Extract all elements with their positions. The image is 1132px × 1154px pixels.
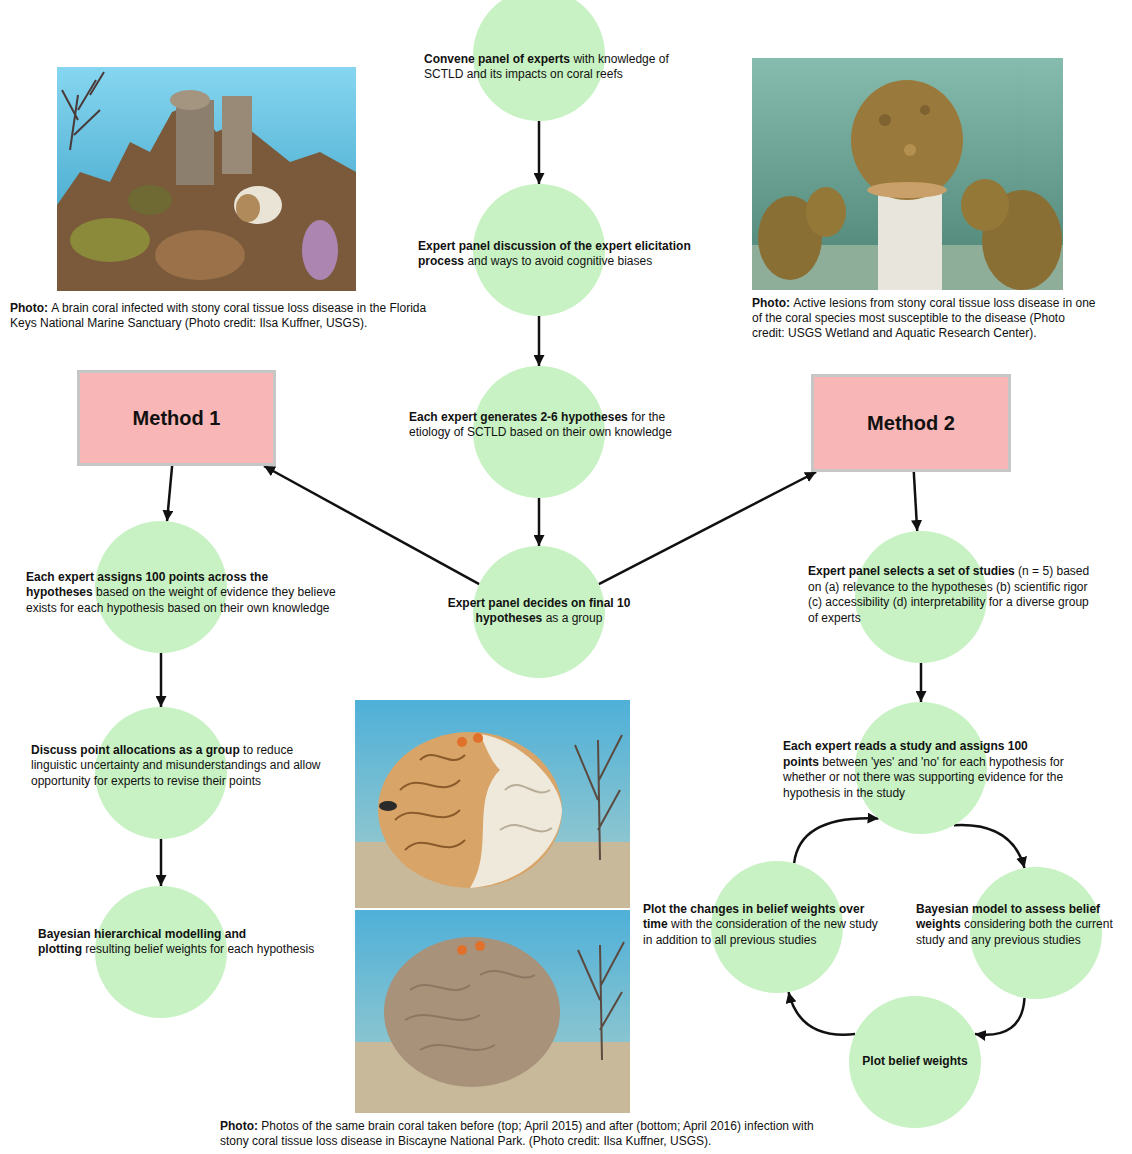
step-text: resulting belief weights for each hypoth… bbox=[85, 942, 314, 956]
process-circle: Plot the changes in belief weights over … bbox=[643, 902, 889, 949]
step-text: and ways to avoid cognitive biases bbox=[467, 254, 652, 268]
before-photo-shape bbox=[470, 734, 562, 888]
reef-photo-shape bbox=[57, 67, 356, 291]
process-circle: Expert panel discussion of the expert el… bbox=[418, 239, 720, 270]
process-circle: Convene panel of expertswith knowledge o… bbox=[424, 52, 694, 83]
caption-text: Photos of the same brain coral taken bef… bbox=[220, 1119, 814, 1148]
lesion-photo-shape bbox=[806, 187, 846, 237]
lesion-photo-shape bbox=[920, 105, 930, 115]
lesion-photo-shape bbox=[879, 114, 891, 126]
flow-arrow bbox=[954, 825, 1025, 868]
after-photo bbox=[355, 910, 630, 1113]
circle-shape bbox=[95, 707, 227, 839]
before-photo-shape bbox=[457, 737, 467, 747]
flow-arrow bbox=[264, 466, 479, 584]
method-box: Method 1 bbox=[77, 370, 276, 466]
reef-photo-shape bbox=[236, 194, 260, 222]
reef-photo-shape bbox=[176, 100, 214, 185]
reef-photo-shape bbox=[170, 90, 210, 110]
photo-caption: Photo:Active lesions from stony coral ti… bbox=[752, 296, 1097, 341]
reef-photo-shape bbox=[155, 230, 245, 280]
lesion-photo-shape bbox=[904, 144, 916, 156]
process-circle: Bayesian hierarchical modelling and plot… bbox=[38, 927, 320, 958]
after-photo-shape bbox=[578, 942, 624, 1060]
before-photo-shape bbox=[395, 755, 465, 850]
step-heading: Each expert generates 2-6 hypotheses bbox=[409, 410, 628, 424]
before-photo-shape bbox=[355, 700, 630, 908]
before-photo-shape bbox=[473, 733, 483, 743]
step-text: as a group bbox=[546, 611, 603, 625]
before-photo bbox=[355, 700, 630, 908]
process-circle: Expert panel decides on final 10 hypothe… bbox=[444, 596, 634, 627]
caption-lead: Photo: bbox=[10, 301, 48, 315]
flow-arrow bbox=[538, 498, 541, 546]
process-circle: Bayesian model to assess belief weightsc… bbox=[916, 902, 1128, 949]
flow-arrow bbox=[789, 992, 856, 1035]
flow-arrow bbox=[538, 316, 541, 366]
flow-arrow bbox=[794, 818, 879, 863]
before-photo-shape bbox=[500, 785, 552, 831]
flow-arrow bbox=[167, 466, 172, 521]
process-circle: Each expert reads a study and assigns 10… bbox=[783, 739, 1077, 801]
flow-arrow bbox=[914, 472, 917, 531]
process-circle: Discuss point allocations as a groupto r… bbox=[31, 743, 321, 790]
before-photo-shape bbox=[378, 732, 562, 888]
photo-caption: Photo:Photos of the same brain coral tak… bbox=[220, 1119, 840, 1149]
method-label: Method 1 bbox=[133, 407, 221, 430]
caption-lead: Photo: bbox=[752, 296, 790, 310]
step-heading: Plot belief weights bbox=[862, 1054, 967, 1068]
lesion-photo bbox=[752, 58, 1063, 290]
reef-photo-shape bbox=[222, 96, 252, 174]
flow-arrow bbox=[920, 663, 923, 702]
caption-text: A brain coral infected with stony coral … bbox=[10, 301, 426, 330]
caption-text: Active lesions from stony coral tissue l… bbox=[752, 296, 1096, 340]
after-photo-shape bbox=[405, 971, 535, 1050]
lesion-photo-shape bbox=[752, 58, 1063, 290]
lesion-photo-shape bbox=[961, 179, 1009, 231]
process-circle: Each expert generates 2-6 hypothesesfor … bbox=[409, 410, 703, 441]
reef-photo-shape bbox=[234, 186, 282, 224]
flow-arrow bbox=[538, 121, 541, 184]
after-photo-shape bbox=[475, 941, 485, 951]
after-photo-shape bbox=[384, 937, 560, 1087]
flow-arrow bbox=[599, 472, 816, 584]
lesion-photo-shape bbox=[851, 80, 963, 200]
lesion-photo-shape bbox=[867, 182, 947, 198]
process-circle: Each expert assigns 100 points across th… bbox=[26, 570, 338, 617]
flow-arrow bbox=[160, 839, 163, 886]
method-box: Method 2 bbox=[811, 374, 1011, 472]
method-label: Method 2 bbox=[867, 412, 955, 435]
after-photo-shape bbox=[355, 910, 630, 1113]
reef-photo-shape bbox=[302, 220, 338, 280]
after-photo-shape bbox=[457, 945, 467, 955]
process-circle: Plot belief weights bbox=[848, 1054, 982, 1070]
before-photo-shape bbox=[379, 801, 397, 811]
process-circle: Expert panel selects a set of studies(n … bbox=[808, 564, 1092, 626]
step-text: with the consideration of the new study … bbox=[643, 917, 878, 947]
flow-arrow bbox=[975, 998, 1025, 1035]
reef-photo-shape bbox=[62, 72, 104, 150]
photo-caption: Photo:A brain coral infected with stony … bbox=[10, 301, 435, 331]
caption-lead: Photo: bbox=[220, 1119, 258, 1133]
step-heading: Discuss point allocations as a group bbox=[31, 743, 240, 757]
step-heading: Expert panel selects a set of studies bbox=[808, 564, 1015, 578]
reef-photo-shape bbox=[128, 185, 172, 215]
lesion-photo-shape bbox=[878, 185, 942, 290]
step-heading: Convene panel of experts bbox=[424, 52, 570, 66]
before-photo-shape bbox=[575, 735, 622, 860]
flow-arrow bbox=[160, 653, 163, 707]
reef-photo bbox=[57, 67, 356, 291]
reef-photo-shape bbox=[70, 218, 150, 262]
